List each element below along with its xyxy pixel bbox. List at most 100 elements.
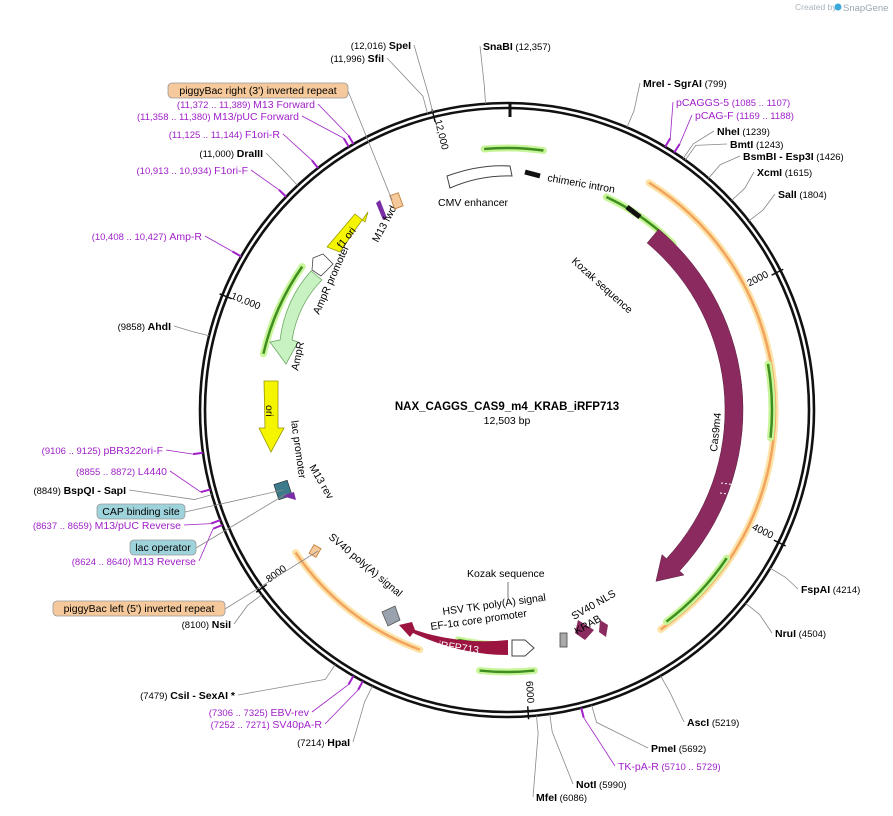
primer-label[interactable]: (8624 .. 8640) M13 Reverse (72, 556, 196, 568)
f1-ori-feature[interactable] (326, 211, 369, 253)
irfp713-feature[interactable] (399, 622, 508, 655)
site-label-xcmi[interactable]: XcmI (1615) (757, 167, 812, 179)
primer-label[interactable]: (10,913 .. 10,934) F1ori-F (137, 165, 248, 177)
site-label-asci[interactable]: AscI (5219) (687, 717, 739, 729)
primer-position: (7306 .. 7325) (209, 708, 271, 719)
boxed-label[interactable]: CAP binding site (102, 506, 180, 518)
green-arc-top[interactable] (484, 146, 544, 152)
irfp713-label: iRFP713 (438, 639, 480, 657)
chimeric-intron-start[interactable] (524, 169, 541, 179)
primer-marker (580, 707, 585, 718)
site-label-bmti[interactable]: BmtI (1243) (730, 139, 783, 151)
site-name: BspQI (64, 485, 95, 497)
site-name: XcmI (757, 167, 782, 179)
primer-label[interactable]: pCAGGS-5 (1085 .. 1107) (676, 97, 790, 109)
primer-leader (250, 169, 280, 191)
site-position: (8100) (182, 620, 212, 631)
primer-label[interactable]: (8855 .. 8872) L4440 (76, 466, 167, 478)
m13rev-label: M13 rev (306, 463, 336, 502)
chimeric-intron-end[interactable] (625, 205, 642, 219)
site-label-snabi[interactable]: SnaBI (12,357) (483, 41, 551, 53)
site-label-bsmbi[interactable]: BsmBI - Esp3I (1426) (743, 151, 844, 163)
cas9-junction-2 (719, 492, 736, 496)
boxed-label[interactable]: piggyBac left (5') inverted repeat (64, 603, 215, 615)
site-position: (5692) (676, 744, 706, 755)
site-position: (4504) (796, 629, 826, 640)
cmv-enhancer-feature[interactable] (446, 165, 513, 189)
site-position: (11,996) (330, 54, 367, 65)
site-label-hpai[interactable]: (7214) HpaI (297, 737, 350, 749)
site-label-draiii[interactable]: (11,000) DraIII (199, 148, 263, 160)
krab-feature[interactable] (575, 620, 594, 640)
orange-arc-bottom[interactable] (294, 551, 421, 651)
primer-marker (342, 137, 350, 148)
plasmid-name: NAX_CAGGS_CAS9_m4_KRAB_iRFP713 (395, 401, 619, 413)
site-label-spei[interactable]: (12,016) SpeI (351, 40, 411, 52)
site-position: (1615) (782, 168, 812, 179)
hsv-tk-polya-feature[interactable] (559, 632, 568, 648)
ef1a-promoter-feature[interactable] (511, 639, 535, 657)
m13-fwd-feature[interactable] (376, 200, 387, 220)
site-label-mrei[interactable]: MreI - SgrAI (799) (643, 78, 727, 90)
site-label-pmei[interactable]: PmeI (5692) (651, 743, 706, 755)
site-label-mfei[interactable]: MfeI (6086) (536, 792, 587, 804)
primer-label[interactable]: pCAG-F (1169 .. 1188) (695, 110, 794, 122)
site-extra: - SapI (94, 485, 126, 497)
site-leader (237, 664, 336, 696)
site-leader (769, 567, 799, 590)
site-label-bspqi[interactable]: (8849) BspQI - SapI (33, 485, 126, 497)
primer-label[interactable]: (7252 .. 7271) SV40pA-R (211, 719, 323, 731)
site-position: (1804) (797, 190, 827, 201)
ampr-feature[interactable] (269, 270, 323, 365)
site-position: (1243) (753, 140, 783, 151)
primer-position: (8637 .. 8659) (33, 521, 95, 532)
site-leader (745, 602, 773, 634)
cas9-feature[interactable] (646, 228, 744, 582)
primer-marker (673, 143, 681, 154)
primer-label[interactable]: (9106 .. 9125) pBR322ori-F (42, 445, 163, 457)
ampr-promoter-feature[interactable] (311, 253, 334, 277)
boxed-label[interactable]: lac operator (135, 542, 191, 554)
green-arc-right[interactable] (766, 363, 774, 438)
site-extra: - SgrAI (665, 78, 702, 90)
sv40-nls-feature[interactable] (599, 620, 608, 637)
m13-rev-feature[interactable] (282, 492, 296, 500)
site-label-csii[interactable]: (7479) CsiI - SexAI * (140, 690, 236, 702)
boxed-label[interactable]: piggyBac right (3') inverted repeat (179, 85, 336, 97)
primer-marker (210, 519, 221, 525)
site-label-noti[interactable]: NotI (5990) (576, 779, 627, 791)
primer-label[interactable]: TK-pA-R (5710 .. 5729) (618, 761, 721, 773)
primer-label[interactable]: (10,408 .. 10,427) Amp-R (92, 231, 203, 243)
site-label-nsii[interactable]: (8100) NsiI (182, 619, 231, 631)
primer-label[interactable]: (11,372 .. 11,389) M13 Forward (177, 99, 315, 111)
primer-label[interactable]: (11,358 .. 11,380) M13/pUC Forward (137, 111, 299, 123)
ori-feature[interactable] (258, 380, 285, 453)
site-label-sali[interactable]: SalI (1804) (778, 189, 827, 201)
primer-name: EBV-rev (270, 707, 309, 719)
green-arc-bottom[interactable] (479, 669, 535, 674)
primer-position: (5710 .. 5729) (659, 762, 721, 773)
site-label-nrui[interactable]: NruI (4504) (775, 628, 826, 640)
primer-position: (11,358 .. 11,380) (137, 112, 213, 123)
primer-leader (198, 528, 214, 562)
site-position: (799) (702, 79, 727, 90)
site-position: (8849) (33, 486, 63, 497)
site-position: (11,000) (199, 149, 236, 160)
primer-label[interactable]: (11,125 .. 11,144) F1ori-R (169, 129, 281, 141)
site-position: (1239) (740, 127, 770, 138)
tick-label: 12,000 (432, 119, 450, 152)
site-name: AhdI (148, 321, 171, 333)
site-name: FspAI (801, 584, 830, 596)
feature-arcs (259, 144, 779, 676)
sv40-polya-feature[interactable] (381, 605, 401, 627)
primer-label[interactable]: (7306 .. 7325) EBV-rev (209, 707, 310, 719)
green-arc-left[interactable] (262, 265, 304, 355)
site-label-ahdi[interactable]: (9858) AhdI (118, 321, 172, 333)
site-label-nhei[interactable]: NheI (1239) (717, 126, 770, 138)
primer-label[interactable]: (8637 .. 8659) M13/pUC Reverse (33, 520, 181, 532)
primer-leader (165, 449, 194, 455)
site-label-sfii[interactable]: (11,996) SfiI (330, 53, 384, 65)
primer-marker (347, 675, 355, 686)
green-arc-lowright[interactable] (665, 557, 728, 623)
site-label-fspai[interactable]: FspAI (4214) (801, 584, 860, 596)
